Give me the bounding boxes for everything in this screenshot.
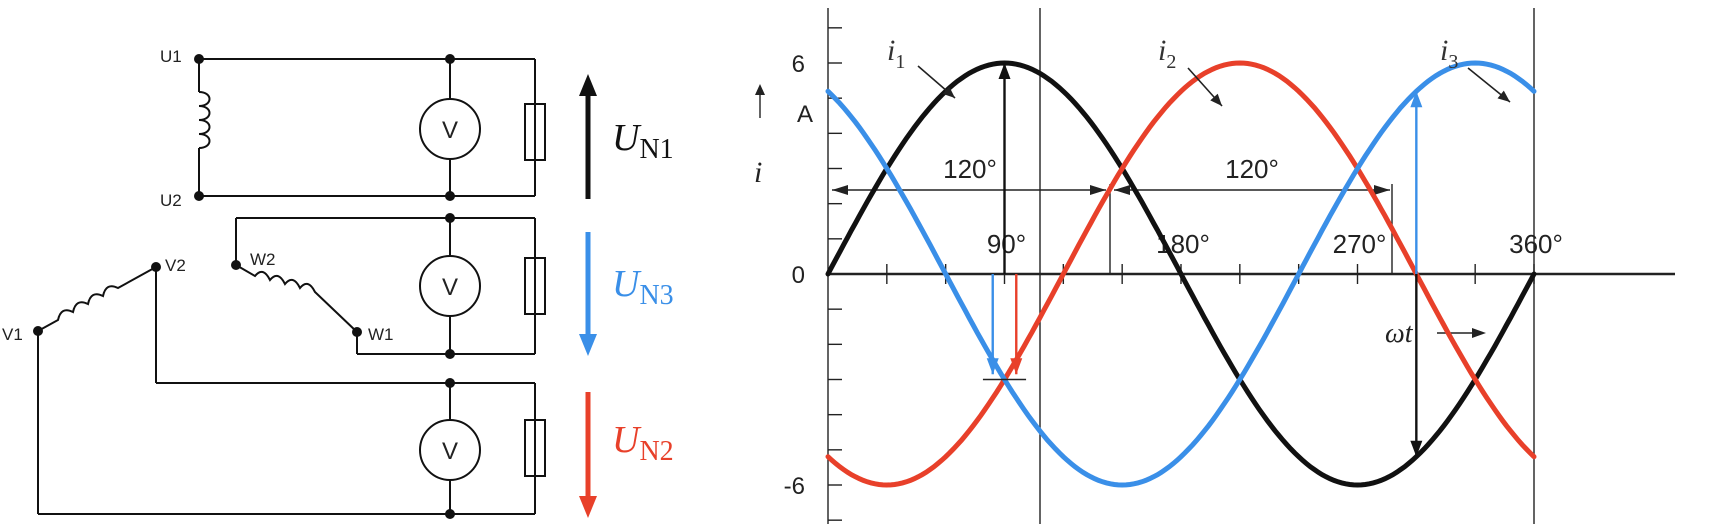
phase-shift-label-2: 120° <box>1225 154 1279 184</box>
phase-shift-label-1: 120° <box>943 154 997 184</box>
voltage-arrow-un1: UN1 <box>579 74 674 199</box>
node <box>445 349 455 359</box>
voltmeter-1 <box>419 98 481 160</box>
label-w1: W1 <box>368 325 394 344</box>
series-label-1: i1 <box>887 34 905 73</box>
x-axis-title: ωt <box>1385 318 1486 349</box>
marker-i3-90-head <box>986 358 999 375</box>
node <box>445 213 455 223</box>
x-tick-labels: 90°180°270°360° <box>987 229 1563 259</box>
label-v2: V2 <box>165 256 186 275</box>
series-label-head-1 <box>942 86 955 98</box>
voltmeter-3-symbol: V <box>442 274 458 301</box>
terminal-u2[interactable] <box>194 191 204 201</box>
x-tick-label: 360° <box>1509 229 1563 259</box>
marker-i1-90-head <box>998 63 1011 79</box>
voltmeter-2-symbol: V <box>442 438 458 465</box>
marker-i2-90-head <box>1010 358 1023 375</box>
y-axis-title: i <box>754 84 765 189</box>
voltage-subscript: N1 <box>639 134 673 165</box>
marker-layer <box>982 63 1423 457</box>
x-tick-label: 90° <box>987 229 1026 259</box>
voltmeter-2 <box>419 419 481 481</box>
resistor-2 <box>524 419 546 477</box>
marker-i1-300-head <box>1410 440 1423 457</box>
voltmeter-3 <box>419 255 481 317</box>
terminal-u1[interactable] <box>194 54 204 64</box>
series-label-2: i2 <box>1158 34 1176 73</box>
series-label-head-3 <box>1497 90 1510 102</box>
svg-text:UN3: UN3 <box>612 263 674 311</box>
y-unit-label: A <box>797 101 813 128</box>
svg-text:UN1: UN1 <box>612 117 674 165</box>
resistor-3 <box>524 257 546 315</box>
y-tick-label: 6 <box>792 51 805 78</box>
node <box>445 54 455 64</box>
label-v1: V1 <box>2 325 23 344</box>
voltage-arrow-un3: UN3 <box>579 232 674 356</box>
resistor-1 <box>524 103 546 161</box>
marker-i3-300-head <box>1410 91 1423 108</box>
circuit-diagram: U1 U2 V W2 W1 V <box>2 47 674 519</box>
voltage-symbol: U <box>612 419 642 461</box>
coil-v <box>37 266 157 332</box>
coil-u <box>198 91 211 149</box>
node <box>445 191 455 201</box>
terminal-v1[interactable] <box>33 326 43 336</box>
node <box>445 509 455 519</box>
y-tick-labels: 6 0 -6 <box>784 51 805 500</box>
y-axis-label: i <box>754 156 762 189</box>
voltmeter-1-symbol: V <box>442 117 458 144</box>
voltage-symbol: U <box>612 117 642 159</box>
voltage-symbol: U <box>612 263 642 305</box>
phase-3-circuit: W2 W1 V <box>231 213 546 359</box>
x-tick-label: 270° <box>1333 229 1387 259</box>
y-tick-label: 0 <box>792 262 805 289</box>
node <box>445 378 455 388</box>
series-label-head-2 <box>1210 93 1222 106</box>
svg-text:UN2: UN2 <box>612 419 674 467</box>
label-w2: W2 <box>250 250 276 269</box>
series-label-3: i3 <box>1440 34 1458 73</box>
coil-w <box>235 264 358 333</box>
terminal-v2[interactable] <box>151 262 161 272</box>
phase-1-circuit: U1 U2 V <box>160 47 546 210</box>
terminal-w1[interactable] <box>352 327 362 337</box>
phase-current-chart: 60-6 A i 90°180°270°360° ωt 120° 120° <box>754 8 1675 524</box>
label-u1: U1 <box>160 47 182 66</box>
phase-2-circuit: V1 V2 V <box>2 256 546 519</box>
series-label-layer: i1 i2 i3 <box>887 34 1511 107</box>
x-axis-label: ωt <box>1385 318 1414 349</box>
voltage-arrow-un2: UN2 <box>579 392 674 518</box>
label-u2: U2 <box>160 191 182 210</box>
terminal-w2[interactable] <box>231 260 241 270</box>
voltage-subscript: N3 <box>639 280 673 311</box>
voltage-subscript: N2 <box>639 436 673 467</box>
y-tick-label: -6 <box>784 473 805 500</box>
